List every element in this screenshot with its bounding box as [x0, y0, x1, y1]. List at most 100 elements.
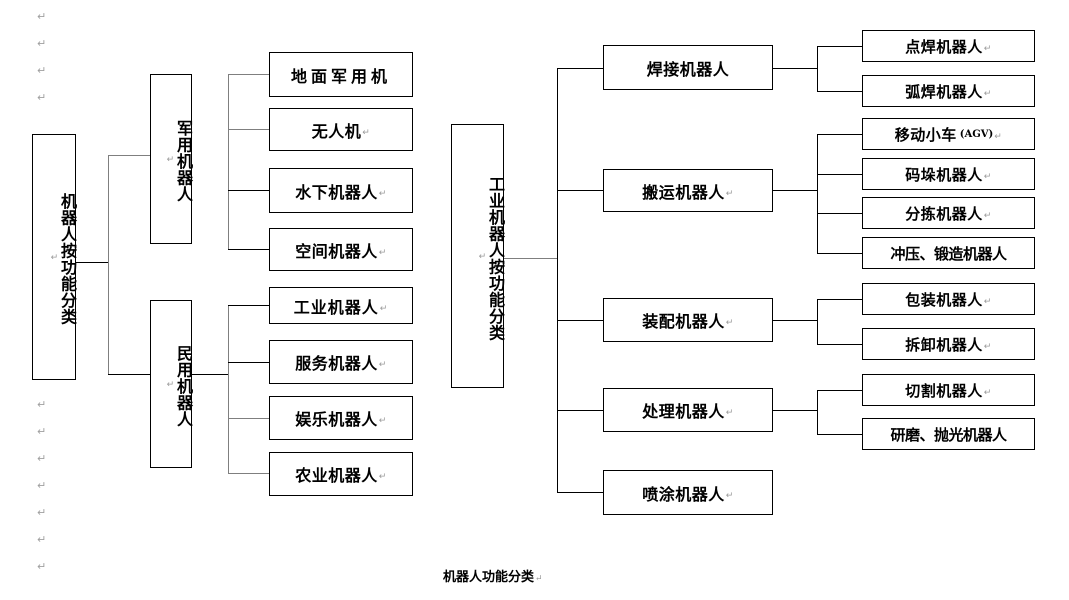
diagram-caption-text: 机器人功能分类 [443, 570, 535, 585]
connector-civil-stub [192, 374, 229, 375]
pilcrow-mark: ↵ [379, 303, 389, 314]
connector-welding-arm-1 [817, 46, 863, 47]
pilcrow-mark: ↵ [37, 10, 47, 23]
connector-right-arm-welding [557, 68, 604, 69]
pilcrow-mark: ↵ [994, 132, 1003, 142]
pilcrow-mark: ↵ [983, 89, 992, 99]
node-space-robot[interactable]: 空间机器人 ↵ [269, 228, 413, 271]
connector-processing-arm-2 [817, 434, 863, 435]
pilcrow-mark: ↵ [983, 172, 992, 182]
pilcrow-mark: ↵ [37, 479, 47, 492]
node-welding-robot-label: 焊接机器人 [646, 59, 730, 79]
node-uav-label: 无人机 [311, 121, 362, 141]
connector-military-bus [228, 74, 229, 249]
node-left-root[interactable]: 机器人按功能分类 ↵ [32, 134, 77, 380]
node-left-root-label: 机器人按功能分类 [58, 193, 77, 325]
connector-military-arm-2 [228, 129, 270, 130]
pilcrow-mark: ↵ [725, 318, 734, 328]
pilcrow-mark: ↵ [725, 408, 734, 418]
pilcrow-mark: ↵ [37, 506, 47, 519]
connector-civil-arm-4 [228, 473, 270, 474]
node-palletizing-robot-label: 码垛机器人 [905, 165, 983, 184]
pilcrow-mark: ↵ [535, 574, 543, 584]
node-industrial-robot[interactable]: 工业机器人 ↵ [269, 287, 413, 324]
connector-welding-stub [772, 68, 817, 69]
connector-right-arm-handling [557, 190, 604, 191]
node-entertainment-robot-label: 娱乐机器人 [295, 410, 378, 429]
connector-military-arm-3 [228, 190, 270, 191]
node-entertainment-robot[interactable]: 娱乐机器人 ↵ [269, 396, 413, 440]
node-stamping-forging-robot-label: 冲压、锻造机器人 [890, 244, 1007, 263]
pilcrow-mark: ↵ [37, 560, 47, 573]
node-space-robot-label: 空间机器人 [295, 241, 378, 261]
node-arc-welding-robot[interactable]: 弧焊机器人 ↵ [862, 75, 1035, 107]
connector-handling-arm-2 [817, 174, 863, 175]
connector-handling-arm-3 [817, 213, 863, 214]
node-uav[interactable]: 无人机 ↵ [269, 108, 413, 151]
node-ground-military-machine-label: 地面军用机 [290, 66, 391, 86]
node-agriculture-robot[interactable]: 农业机器人 ↵ [269, 452, 413, 496]
node-right-root-label: 工业机器人按功能分类 [486, 175, 505, 341]
node-agv-cart-suffix: (AGV) [959, 128, 994, 140]
node-right-root[interactable]: 工业机器人按功能分类 ↵ [451, 124, 505, 388]
node-underwater-robot-label: 水下机器人 [295, 182, 378, 202]
pilcrow-mark: ↵ [478, 252, 487, 263]
connector-left-root-stub [75, 262, 109, 263]
connector-right-root-stub [504, 258, 558, 259]
connector-handling-arm-1 [817, 134, 863, 135]
pilcrow-mark: ↵ [50, 253, 59, 264]
node-grinding-polishing-robot[interactable]: 研磨、抛光机器人 [862, 418, 1035, 450]
pilcrow-mark: ↵ [37, 91, 47, 104]
node-military-robot-label: 军用机器人 [174, 119, 193, 203]
node-packaging-robot-label: 包装机器人 [905, 290, 983, 309]
node-ground-military-machine[interactable]: 地面军用机 [269, 52, 413, 97]
node-processing-robot[interactable]: 处理机器人 ↵ [603, 388, 773, 432]
connector-handling-bus [817, 134, 818, 254]
node-palletizing-robot[interactable]: 码垛机器人 ↵ [862, 158, 1035, 190]
node-service-robot[interactable]: 服务机器人 ↵ [269, 340, 413, 384]
node-cutting-robot[interactable]: 切割机器人 ↵ [862, 374, 1035, 406]
pilcrow-mark: ↵ [37, 452, 47, 465]
node-packaging-robot[interactable]: 包装机器人 ↵ [862, 283, 1035, 315]
node-underwater-robot[interactable]: 水下机器人 ↵ [269, 168, 413, 213]
node-disassembly-robot[interactable]: 拆卸机器人 ↵ [862, 328, 1035, 360]
diagram-caption: 机器人功能分类↵ [443, 566, 543, 585]
pilcrow-mark: ↵ [725, 490, 734, 501]
node-spot-welding-robot[interactable]: 点焊机器人 ↵ [862, 30, 1035, 62]
pilcrow-mark: ↵ [37, 533, 47, 546]
node-welding-robot[interactable]: 焊接机器人 [603, 45, 773, 90]
connector-civil-bus [228, 305, 229, 473]
node-spraying-robot[interactable]: 喷涂机器人 ↵ [603, 470, 773, 515]
connector-welding-arm-2 [817, 91, 863, 92]
pilcrow-mark: ↵ [37, 425, 47, 438]
node-agv-cart-label: 移动小车 [894, 125, 957, 144]
connector-assembly-stub [772, 320, 817, 321]
node-grinding-polishing-robot-label: 研磨、抛光机器人 [890, 425, 1007, 444]
node-assembly-robot[interactable]: 装配机器人 ↵ [603, 298, 773, 342]
node-handling-robot-label: 搬运机器人 [642, 182, 725, 202]
node-handling-robot[interactable]: 搬运机器人 ↵ [603, 169, 773, 212]
connector-right-arm-assembly [557, 320, 604, 321]
node-military-robot[interactable]: 军用机器人 ↵ [150, 74, 193, 244]
pilcrow-mark: ↵ [983, 388, 992, 398]
node-sorting-robot[interactable]: 分拣机器人 ↵ [862, 197, 1035, 229]
connector-left-to-military [108, 155, 151, 156]
pilcrow-mark: ↵ [166, 155, 175, 166]
pilcrow-mark: ↵ [378, 188, 387, 199]
connector-welding-bus [817, 46, 818, 91]
pilcrow-mark: ↵ [725, 188, 734, 199]
node-disassembly-robot-label: 拆卸机器人 [905, 335, 983, 354]
node-stamping-forging-robot[interactable]: 冲压、锻造机器人 [862, 237, 1035, 269]
pilcrow-mark: ↵ [37, 398, 47, 411]
node-cutting-robot-label: 切割机器人 [905, 381, 983, 400]
pilcrow-mark: ↵ [362, 127, 371, 138]
node-agv-cart[interactable]: 移动小车 (AGV) ↵ [862, 118, 1035, 150]
connector-military-arm-4 [228, 249, 270, 250]
pilcrow-mark: ↵ [37, 37, 47, 50]
pilcrow-mark: ↵ [983, 297, 992, 307]
pilcrow-mark: ↵ [983, 342, 992, 352]
pilcrow-mark: ↵ [378, 416, 387, 426]
node-civil-robot[interactable]: 民用机器人 ↵ [150, 300, 193, 468]
node-civil-robot-label: 民用机器人 [174, 344, 193, 428]
